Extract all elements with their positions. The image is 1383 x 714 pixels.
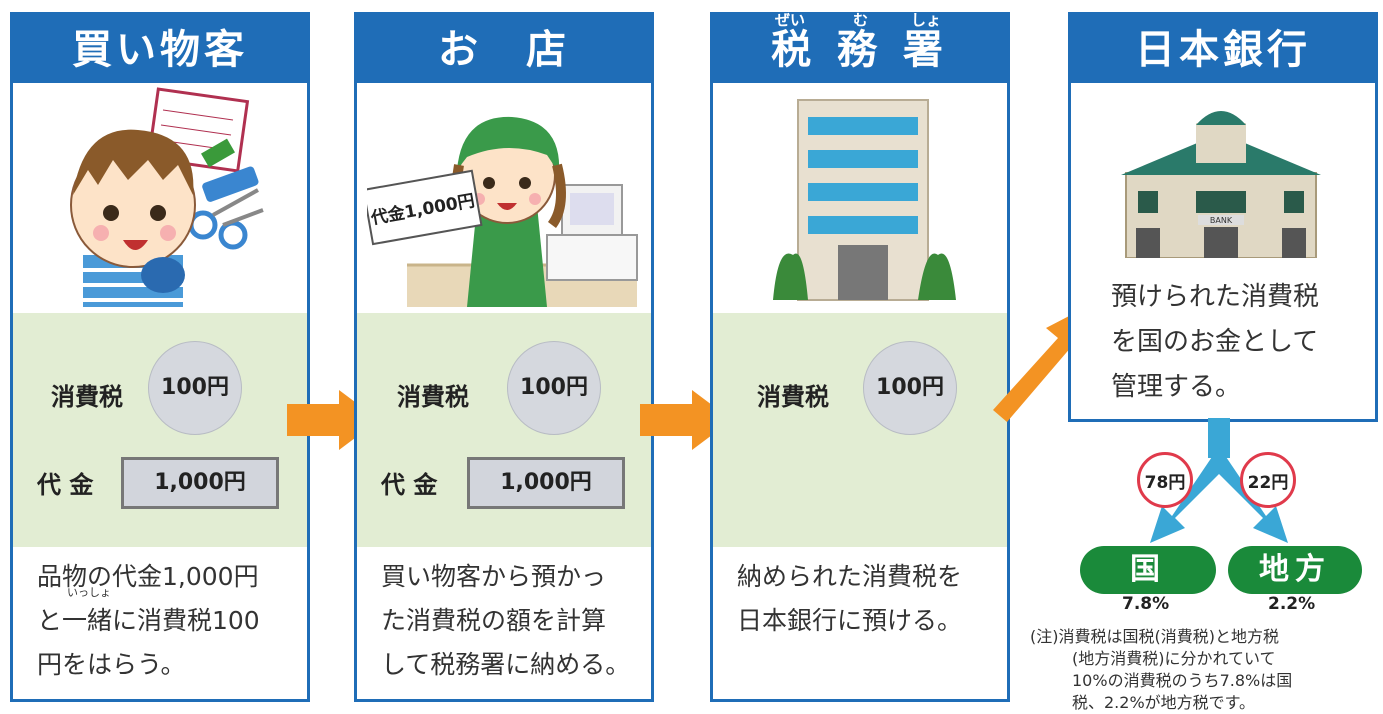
price-label: 代 金 <box>37 471 94 499</box>
panel-title: お 店 <box>357 15 651 83</box>
shopper-description: 品物の代金1,000円 いっしょ と一緒に消費税100 円をはらう。 <box>37 562 260 679</box>
bank-building-illustration: BANK <box>1121 111 1321 258</box>
local-amount-circle: 22円 <box>1240 452 1296 508</box>
panel-title: 日本銀行 <box>1071 15 1375 83</box>
panel-shopper: 買い物客 消費税 100円 代 金 1,000円 品物の代金1,000円 いっし… <box>10 12 310 702</box>
tax-label: 消費税 <box>51 383 123 411</box>
tax-band: 消費税 100円 代 金 1,000円 <box>13 313 307 547</box>
boj-description: 預けられた消費税 を国のお金として 管理する。 <box>1111 282 1320 402</box>
shopper-illustration <box>70 87 264 307</box>
shop-description: 買い物客から預かっ た消費税の額を計算 して税務署に納める。 <box>381 562 631 679</box>
price-box: 1,000円 <box>121 457 279 509</box>
panel-title: ぜい む しょ 税 務 署 <box>713 11 1007 83</box>
bank-sign: BANK <box>1210 216 1233 225</box>
tax-office-description: 納められた消費税を 日本銀行に預ける。 <box>737 562 963 635</box>
tax-amount-circle: 100円 <box>148 341 242 435</box>
ruby-zei: ぜい <box>775 11 806 29</box>
tax-label: 消費税 <box>397 383 469 411</box>
tax-band: 消費税 100円 代 金 1,000円 <box>357 313 651 547</box>
local-pct: 2.2% <box>1268 594 1316 614</box>
panel-tax-office: ぜい む しょ 税 務 署 消費税 100円 納められた消費税を 日本銀行に預け… <box>710 11 1010 702</box>
tax-amount-circle: 100円 <box>507 341 601 435</box>
local-pill: 地方 <box>1228 546 1362 594</box>
panel-boj: 日本銀行 BANK 預けられた消費税 を国のお金として 管理する。 <box>1068 12 1378 422</box>
tax-band: 消費税 100円 <box>713 313 1007 547</box>
national-pill: 国 <box>1080 546 1216 594</box>
shop-illustration: 代金1,000円 <box>367 116 638 307</box>
national-pct: 7.8% <box>1122 594 1170 614</box>
ruby-mu: む <box>853 11 869 29</box>
panel-shop: お 店 代金1,000円 消費税 100円 代 金 1,000円 買い物客から預… <box>354 12 654 702</box>
ruby-issho: いっしょ <box>67 586 111 599</box>
tax-label: 消費税 <box>757 383 829 411</box>
panel-title: 買い物客 <box>13 15 307 83</box>
national-amount-circle: 78円 <box>1137 452 1193 508</box>
tax-amount-circle: 100円 <box>863 341 957 435</box>
tax-office-building-illustration <box>773 99 956 301</box>
price-label: 代 金 <box>381 471 438 499</box>
price-box: 1,000円 <box>467 457 625 509</box>
flow-arrow-2 <box>640 390 732 450</box>
ruby-sho: しょ <box>911 11 942 29</box>
footnote: (注)消費税は国税(消費税)と地方税 (地方消費税)に分かれていて 10%の消費… <box>1030 627 1293 712</box>
